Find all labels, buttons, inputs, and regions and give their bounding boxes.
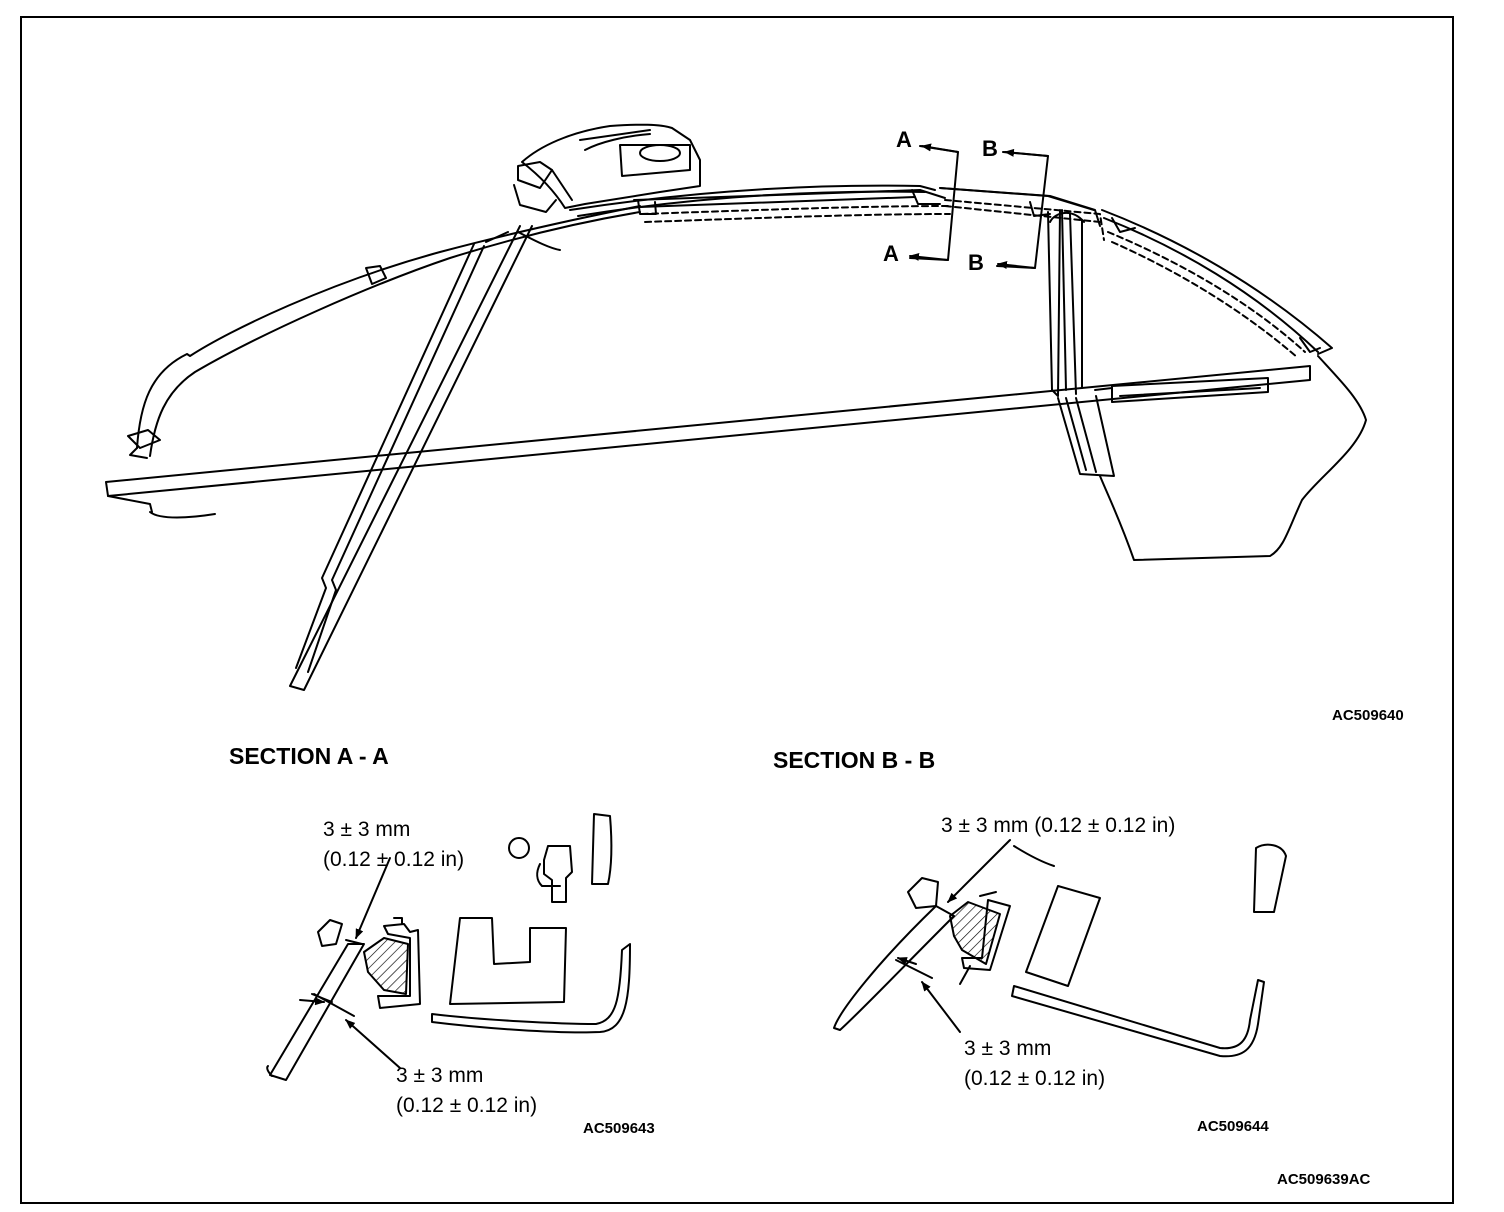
- section-a-arrow-label-top: A: [896, 127, 912, 152]
- diagram-frame: [20, 16, 1454, 1204]
- section-a-arrow-label-bottom: A: [883, 241, 899, 266]
- section-bb-dim-bottom-line1: 3 ± 3 mm: [964, 1037, 1052, 1060]
- section-aa-title: SECTION A - A: [229, 743, 389, 769]
- section-b-arrow-label-top: B: [982, 136, 998, 161]
- section-bb-title: SECTION B - B: [773, 747, 936, 773]
- section-bb-drawing: [833, 839, 1287, 1058]
- main-view-figure-code: AC509640: [1332, 707, 1404, 724]
- section-b-arrow-label-bottom: B: [968, 250, 984, 275]
- section-aa-dim-top-line2: (0.12 ± 0.12 in): [323, 848, 465, 871]
- section-aa-figure-code: AC509643: [583, 1120, 655, 1137]
- section-bb-figure-code: AC509644: [1197, 1118, 1269, 1135]
- section-aa-dim-bottom-line1: 3 ± 3 mm: [396, 1064, 484, 1087]
- section-bb-dim-top: 3 ± 3 mm (0.12 ± 0.12 in): [941, 814, 1176, 837]
- section-aa-dim-top-line1: 3 ± 3 mm: [323, 818, 411, 841]
- section-bb-dim-bottom-line2: (0.12 ± 0.12 in): [964, 1067, 1106, 1090]
- section-aa-dim-bottom-line2: (0.12 ± 0.12 in): [396, 1094, 538, 1117]
- section-aa-drawing: [266, 813, 631, 1081]
- main-door-view: [105, 123, 1367, 691]
- overall-figure-code: AC509639AC: [1277, 1171, 1371, 1188]
